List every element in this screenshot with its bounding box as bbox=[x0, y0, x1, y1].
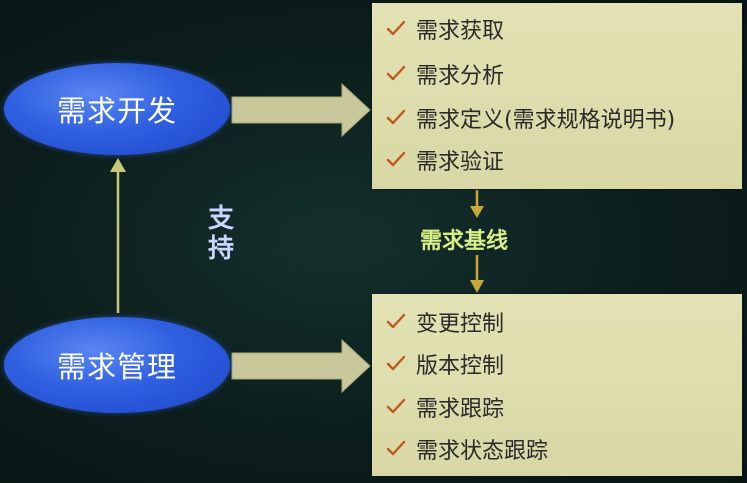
arrow-dev-to-activities bbox=[231, 82, 371, 138]
development-activities-box: 需求获取 需求分析 需求定义(需求规格说明书) 需求验证 bbox=[372, 3, 742, 189]
list-item: 需求获取 bbox=[386, 12, 504, 46]
arrow-to-baseline-head bbox=[470, 206, 484, 218]
list-item-label: 需求分析 bbox=[416, 64, 505, 89]
support-label-char-2: 持 bbox=[208, 234, 235, 264]
requirements-management-node: 需求管理 bbox=[4, 317, 230, 413]
requirements-baseline-label: 需求基线 bbox=[420, 229, 509, 254]
requirements-development-node: 需求开发 bbox=[4, 63, 230, 155]
check-icon bbox=[386, 65, 406, 81]
list-item: 需求状态跟踪 bbox=[386, 432, 548, 466]
arrow-support-head bbox=[110, 158, 126, 172]
support-label: 支 持 bbox=[208, 204, 234, 264]
arrow-mgmt-to-activities bbox=[231, 338, 371, 394]
list-item-label: 需求定义(需求规格说明书) bbox=[416, 108, 676, 133]
list-item: 需求验证 bbox=[386, 143, 504, 177]
list-item-label: 需求验证 bbox=[416, 150, 505, 175]
requirements-management-label: 需求管理 bbox=[56, 350, 177, 384]
list-item: 需求定义(需求规格说明书) bbox=[386, 101, 675, 135]
check-icon bbox=[386, 440, 406, 456]
check-icon bbox=[386, 109, 406, 125]
management-activities-box: 变更控制 版本控制 需求跟踪 需求状态跟踪 bbox=[372, 294, 742, 476]
list-item-label: 变更控制 bbox=[416, 312, 505, 337]
check-icon bbox=[386, 151, 406, 167]
check-icon bbox=[386, 313, 406, 329]
list-item: 需求分析 bbox=[386, 57, 504, 91]
arrow-from-baseline-head bbox=[470, 280, 484, 293]
check-icon bbox=[386, 20, 406, 36]
list-item-label: 需求状态跟踪 bbox=[416, 439, 549, 464]
list-item: 变更控制 bbox=[386, 305, 504, 339]
list-item: 需求跟踪 bbox=[386, 390, 504, 424]
support-label-char-1: 支 bbox=[208, 204, 235, 234]
list-item-label: 需求跟踪 bbox=[416, 397, 505, 422]
check-icon bbox=[386, 355, 406, 371]
list-item: 版本控制 bbox=[386, 347, 504, 381]
list-item-label: 版本控制 bbox=[416, 354, 505, 379]
list-item-label: 需求获取 bbox=[416, 19, 505, 44]
check-icon bbox=[386, 398, 406, 414]
requirements-development-label: 需求开发 bbox=[56, 94, 177, 128]
